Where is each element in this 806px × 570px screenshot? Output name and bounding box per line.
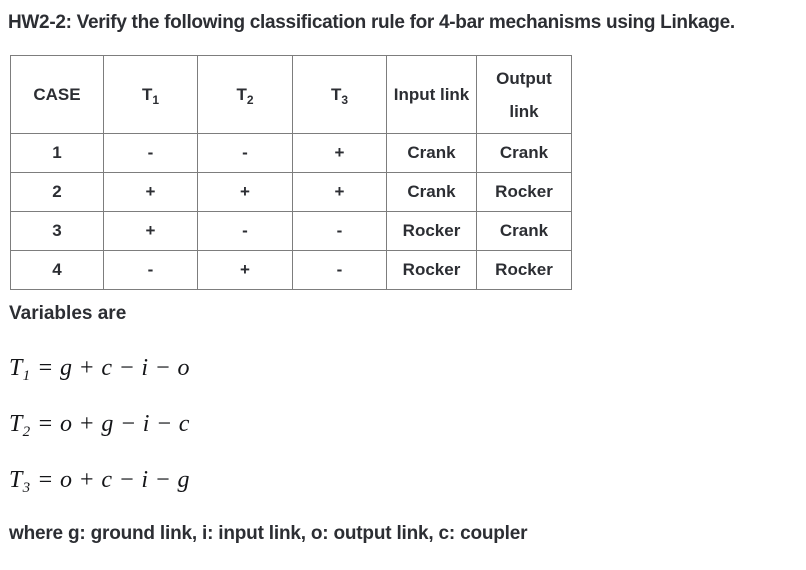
equation-t3-variable: T bbox=[9, 467, 23, 493]
col-header-output-link: Output link bbox=[476, 55, 572, 134]
table-row-case-1: 1 - - + Crank Crank bbox=[10, 133, 572, 173]
equation-t3-expression: = o + c − i − g bbox=[37, 467, 190, 493]
col-header-t1: T1 bbox=[103, 55, 198, 134]
equation-t1: T1 = g + c − i − o bbox=[9, 355, 798, 384]
t2-subscript: 2 bbox=[246, 92, 254, 107]
equation-t2-variable: T bbox=[9, 411, 23, 437]
page: HW2-2: Verify the following classificati… bbox=[8, 12, 798, 544]
cell-output-link: Crank bbox=[476, 211, 572, 251]
cell-case: 3 bbox=[10, 211, 104, 251]
t3-subscript: 3 bbox=[341, 92, 349, 107]
cell-case: 1 bbox=[10, 133, 104, 173]
equation-t2: T2 = o + g − i − c bbox=[9, 411, 798, 440]
table-row-case-3: 3 + - - Rocker Crank bbox=[10, 211, 572, 251]
col-header-case: CASE bbox=[10, 55, 104, 134]
equation-t1-subscript: 1 bbox=[22, 368, 31, 384]
cell-t2: - bbox=[197, 133, 293, 173]
variables-legend: where g: ground link, i: input link, o: … bbox=[9, 523, 528, 544]
output-header-line1: Output bbox=[496, 68, 552, 88]
cell-t1: - bbox=[103, 133, 198, 173]
cell-t2: + bbox=[197, 172, 293, 212]
equation-t3-subscript: 3 bbox=[22, 480, 31, 496]
cell-input-link: Crank bbox=[386, 172, 477, 212]
cell-t1: - bbox=[103, 250, 198, 290]
cell-t3: + bbox=[292, 133, 387, 173]
equation-t3: T3 = o + c − i − g bbox=[9, 467, 798, 496]
t1-base: T bbox=[141, 84, 153, 104]
cell-case: 2 bbox=[10, 172, 104, 212]
col-header-t2: T2 bbox=[197, 55, 293, 134]
variables-label: Variables are bbox=[9, 303, 127, 324]
cell-t1: + bbox=[103, 211, 198, 251]
cell-input-link: Rocker bbox=[386, 250, 477, 290]
t3-base: T bbox=[330, 84, 342, 104]
col-header-t3: T3 bbox=[292, 55, 387, 134]
page-title: HW2-2: Verify the following classificati… bbox=[8, 12, 735, 33]
cell-case: 4 bbox=[10, 250, 104, 290]
t1-subscript: 1 bbox=[152, 92, 160, 107]
cell-t3: - bbox=[292, 250, 387, 290]
equations-block: T1= g + c − i − o T2= o + g − i − c T3= … bbox=[9, 355, 798, 496]
classification-table: CASE T1 T2 T3 Input link Output link 1 -… bbox=[10, 55, 572, 290]
equation-t2-expression: = o + g − i − c bbox=[37, 411, 190, 437]
t2-base: T bbox=[236, 84, 247, 104]
cell-t3: - bbox=[292, 211, 387, 251]
equation-t1-variable: T bbox=[9, 355, 23, 381]
cell-t2: - bbox=[197, 211, 293, 251]
cell-output-link: Crank bbox=[476, 133, 572, 173]
equation-t1-expression: = g + c − i − o bbox=[37, 355, 190, 381]
table-header-row: CASE T1 T2 T3 Input link Output link bbox=[10, 55, 572, 134]
cell-t3: + bbox=[292, 172, 387, 212]
cell-output-link: Rocker bbox=[476, 172, 572, 212]
table-row-case-4: 4 - + - Rocker Rocker bbox=[10, 250, 572, 290]
cell-t1: + bbox=[103, 172, 198, 212]
table-row-case-2: 2 + + + Crank Rocker bbox=[10, 172, 572, 212]
output-header-line2: link bbox=[509, 101, 539, 121]
equation-t2-subscript: 2 bbox=[22, 424, 31, 440]
cell-t2: + bbox=[197, 250, 293, 290]
col-header-input-link: Input link bbox=[386, 55, 477, 134]
cell-input-link: Crank bbox=[386, 133, 477, 173]
cell-output-link: Rocker bbox=[476, 250, 572, 290]
cell-input-link: Rocker bbox=[386, 211, 477, 251]
